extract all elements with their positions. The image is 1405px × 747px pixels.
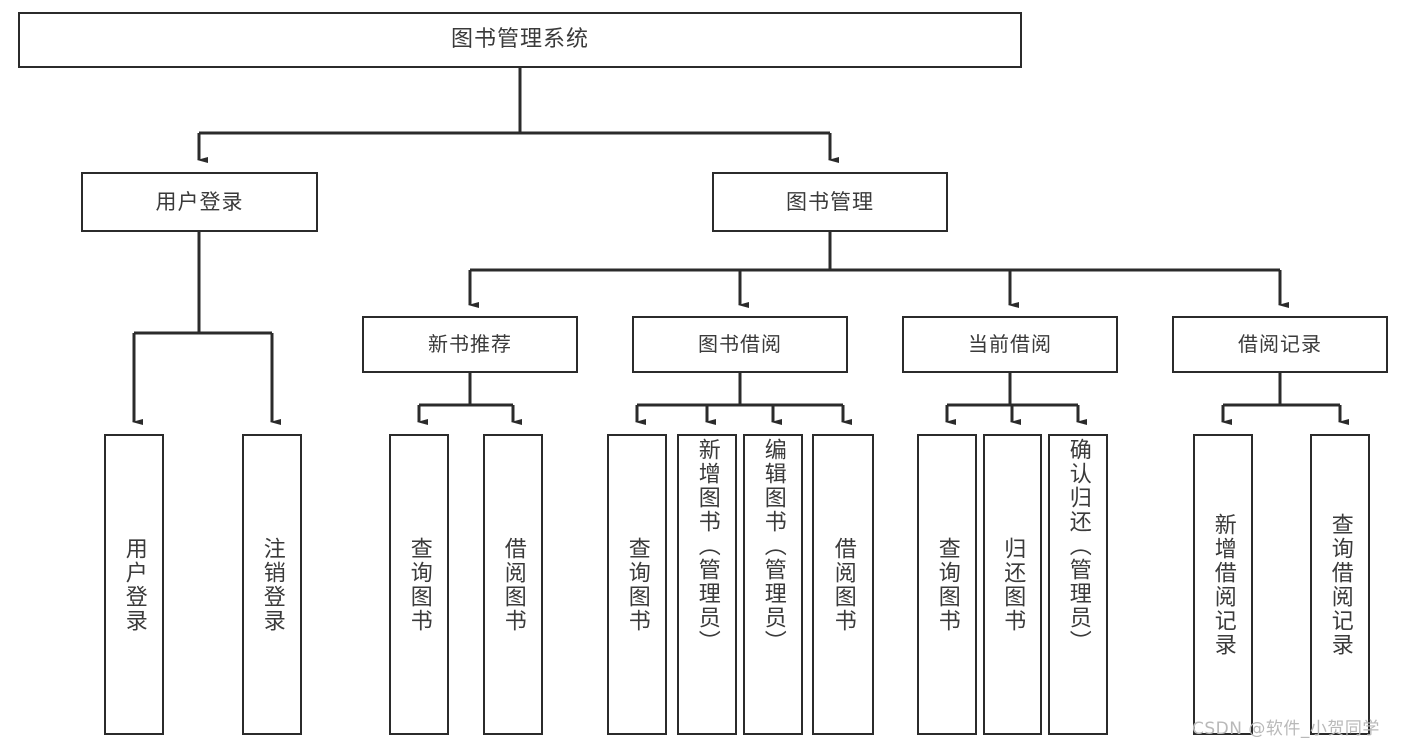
node-book-borrow-label: 图书借阅 bbox=[698, 332, 782, 356]
leaf-logout-label: 注销登录 bbox=[259, 536, 285, 633]
leaf-edit-book[interactable]: 编辑图书（管理员） bbox=[743, 434, 803, 735]
leaf-query-book-1[interactable]: 查询图书 bbox=[389, 434, 449, 735]
node-root[interactable]: 图书管理系统 bbox=[18, 12, 1022, 68]
node-user-login-label: 用户登录 bbox=[155, 189, 244, 214]
node-book-manage-label: 图书管理 bbox=[786, 189, 874, 214]
leaf-add-record-label: 新增借阅记录 bbox=[1210, 512, 1236, 657]
leaf-user-login[interactable]: 用户登录 bbox=[104, 434, 164, 735]
leaf-add-record[interactable]: 新增借阅记录 bbox=[1193, 434, 1253, 735]
leaf-confirm-return[interactable]: 确认归还（管理员） bbox=[1048, 434, 1108, 735]
node-new-book-recommend-label: 新书推荐 bbox=[428, 332, 512, 356]
leaf-add-book-label: 新增图书（管理员） bbox=[694, 438, 720, 654]
leaf-logout[interactable]: 注销登录 bbox=[242, 434, 302, 735]
leaf-return-book-label: 归还图书 bbox=[1000, 536, 1026, 633]
leaf-query-record-label: 查询借阅记录 bbox=[1327, 512, 1353, 657]
node-new-book-recommend[interactable]: 新书推荐 bbox=[362, 316, 578, 373]
leaf-query-book-3[interactable]: 查询图书 bbox=[917, 434, 977, 735]
leaf-borrow-book-2[interactable]: 借阅图书 bbox=[812, 434, 874, 735]
leaf-add-book[interactable]: 新增图书（管理员） bbox=[677, 434, 737, 735]
leaf-query-record[interactable]: 查询借阅记录 bbox=[1310, 434, 1370, 735]
leaf-confirm-return-label: 确认归还（管理员） bbox=[1065, 438, 1091, 654]
node-user-login[interactable]: 用户登录 bbox=[81, 172, 318, 232]
node-root-label: 图书管理系统 bbox=[450, 27, 589, 53]
leaf-query-book-2[interactable]: 查询图书 bbox=[607, 434, 667, 735]
node-book-borrow[interactable]: 图书借阅 bbox=[632, 316, 848, 373]
node-borrow-record[interactable]: 借阅记录 bbox=[1172, 316, 1388, 373]
leaf-user-login-label: 用户登录 bbox=[121, 536, 147, 633]
watermark-credit: CSDN @软件_小贺同学 bbox=[1192, 719, 1380, 739]
node-current-borrow-label: 当前借阅 bbox=[968, 332, 1052, 356]
leaf-return-book[interactable]: 归还图书 bbox=[983, 434, 1042, 735]
node-current-borrow[interactable]: 当前借阅 bbox=[902, 316, 1118, 373]
node-borrow-record-label: 借阅记录 bbox=[1238, 332, 1322, 356]
leaf-query-book-2-label: 查询图书 bbox=[624, 536, 650, 633]
leaf-borrow-book-2-label: 借阅图书 bbox=[830, 536, 856, 633]
leaf-borrow-book-1[interactable]: 借阅图书 bbox=[483, 434, 543, 735]
node-book-manage[interactable]: 图书管理 bbox=[712, 172, 948, 232]
leaf-edit-book-label: 编辑图书（管理员） bbox=[760, 438, 786, 654]
leaf-query-book-1-label: 查询图书 bbox=[406, 536, 432, 633]
leaf-borrow-book-1-label: 借阅图书 bbox=[500, 536, 526, 633]
leaf-query-book-3-label: 查询图书 bbox=[934, 536, 960, 633]
